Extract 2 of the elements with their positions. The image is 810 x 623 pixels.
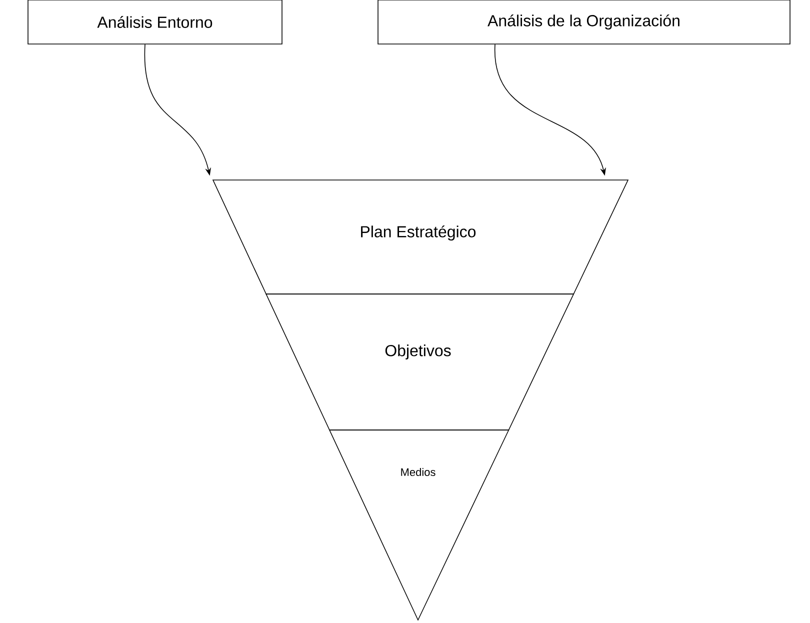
text-box: Análisis Entorno [28, 0, 282, 44]
text-box: Análisis de la Organización [378, 0, 790, 44]
